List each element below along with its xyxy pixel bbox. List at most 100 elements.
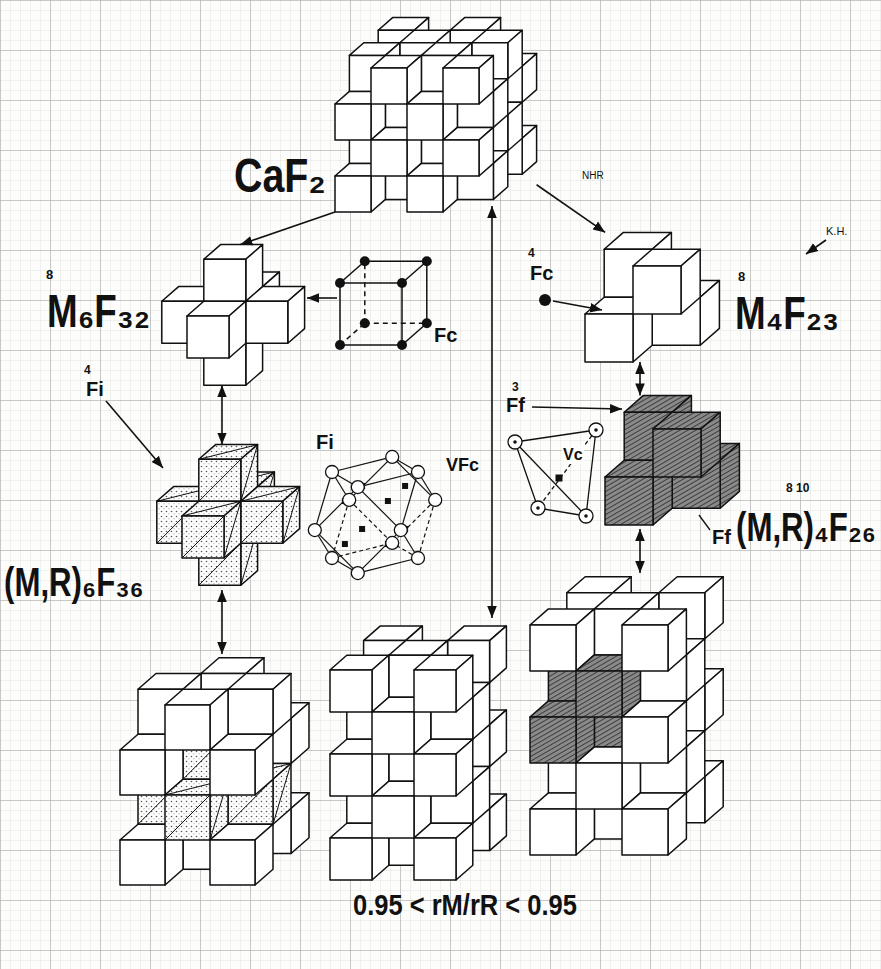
cube-face	[330, 670, 372, 712]
cube-face	[668, 609, 686, 671]
polyhedron-edge	[586, 430, 596, 516]
interstitial-atom	[351, 567, 364, 580]
antiprism-edge	[199, 459, 241, 501]
cube-face	[273, 764, 291, 825]
cube-face	[522, 126, 536, 175]
atom-center	[584, 514, 588, 518]
cluster-figure: M₄F₂₃	[585, 232, 719, 362]
cube-face	[653, 429, 701, 477]
cube-face	[182, 516, 224, 558]
cube-face	[686, 731, 704, 793]
cube-face	[414, 670, 456, 712]
cube-face	[585, 314, 633, 362]
polyhedron-edge	[349, 457, 392, 500]
cube-face	[255, 824, 273, 885]
cube-cluster	[335, 18, 537, 212]
cube-cluster	[585, 232, 719, 362]
double-arrow	[491, 206, 493, 618]
cube-face	[241, 501, 283, 543]
vacancy-square	[342, 541, 348, 547]
cube-edge	[340, 344, 402, 346]
cube-face	[246, 301, 288, 343]
tetrahedron	[508, 423, 603, 523]
reaction-arrow	[240, 212, 335, 245]
formula-label: M₆F₃₂	[47, 286, 150, 337]
leader-line	[699, 515, 710, 530]
cube-edge	[401, 283, 403, 345]
cube-face	[668, 701, 686, 763]
cube-face	[701, 412, 720, 477]
figure-label: 8	[46, 268, 53, 282]
cube-face	[291, 703, 309, 764]
figure-label: VFc	[446, 456, 479, 476]
cube-face	[522, 54, 536, 103]
cube-face	[530, 625, 576, 671]
cube-face	[700, 280, 719, 345]
figure-label: Ff	[712, 526, 731, 548]
cube-face	[456, 655, 473, 712]
interstitial-atom	[412, 466, 425, 479]
cube-face	[165, 795, 210, 840]
cube-face	[371, 68, 407, 104]
leader-arrow	[532, 407, 622, 409]
fluorine-dot	[422, 256, 432, 266]
leader-arrow	[307, 297, 337, 299]
cube-face	[456, 739, 473, 796]
cube-face	[335, 176, 371, 212]
cube-face	[686, 639, 704, 701]
interstitial-atom	[386, 450, 399, 463]
figure-label: Fc	[530, 262, 553, 284]
cube-face	[228, 689, 273, 734]
interstitial-atom	[326, 466, 339, 479]
cube-edge	[364, 261, 366, 323]
unit-cube	[335, 256, 432, 350]
cube-edge	[365, 323, 427, 325]
cube-cluster	[120, 658, 309, 885]
cluster-figure: CaF₂	[335, 18, 537, 212]
cube-face	[330, 754, 372, 796]
reaction-arrow	[537, 185, 606, 233]
formula-label: (M,R)₆F₃₆	[4, 560, 144, 604]
cube-face	[473, 683, 490, 740]
figure-label: Vc	[562, 446, 584, 464]
interstitial-atom	[343, 493, 356, 506]
cube-face	[633, 266, 681, 314]
fluorine-dot	[397, 340, 407, 350]
cuboctahedron	[308, 450, 441, 579]
antiprism-edge	[182, 516, 224, 558]
interstitial-atom	[326, 552, 339, 565]
cube-face	[493, 151, 507, 200]
antiprism-edge	[165, 795, 210, 840]
fluorine-atom	[589, 423, 603, 437]
figure-label: 4	[528, 247, 535, 260]
cube-face	[576, 671, 622, 717]
interstitial-atom	[386, 536, 399, 549]
polyhedron-edge	[315, 487, 358, 530]
cube-face	[210, 840, 255, 885]
reaction-arrow	[639, 362, 641, 395]
atom-center	[513, 440, 517, 444]
cube-face	[283, 487, 300, 544]
interstitial-atom	[412, 552, 425, 565]
cube-face	[165, 705, 210, 750]
cube-face	[622, 809, 668, 855]
cube-face	[288, 287, 305, 344]
vacancy-square	[359, 526, 365, 532]
cube-face	[508, 30, 522, 79]
cube-face	[705, 761, 723, 823]
vacancy-square	[402, 483, 408, 489]
cube-face	[530, 717, 576, 763]
cube-face	[705, 577, 723, 639]
cube-cluster	[530, 577, 723, 855]
figure-label: 4	[84, 364, 91, 377]
cube-face	[187, 316, 229, 358]
cube-face	[605, 477, 653, 525]
cube-face	[456, 823, 473, 880]
fluorine-dot	[335, 278, 345, 288]
cube-face	[508, 102, 522, 151]
polyhedron-edge	[358, 472, 418, 487]
polyhedron-edge	[401, 472, 418, 530]
